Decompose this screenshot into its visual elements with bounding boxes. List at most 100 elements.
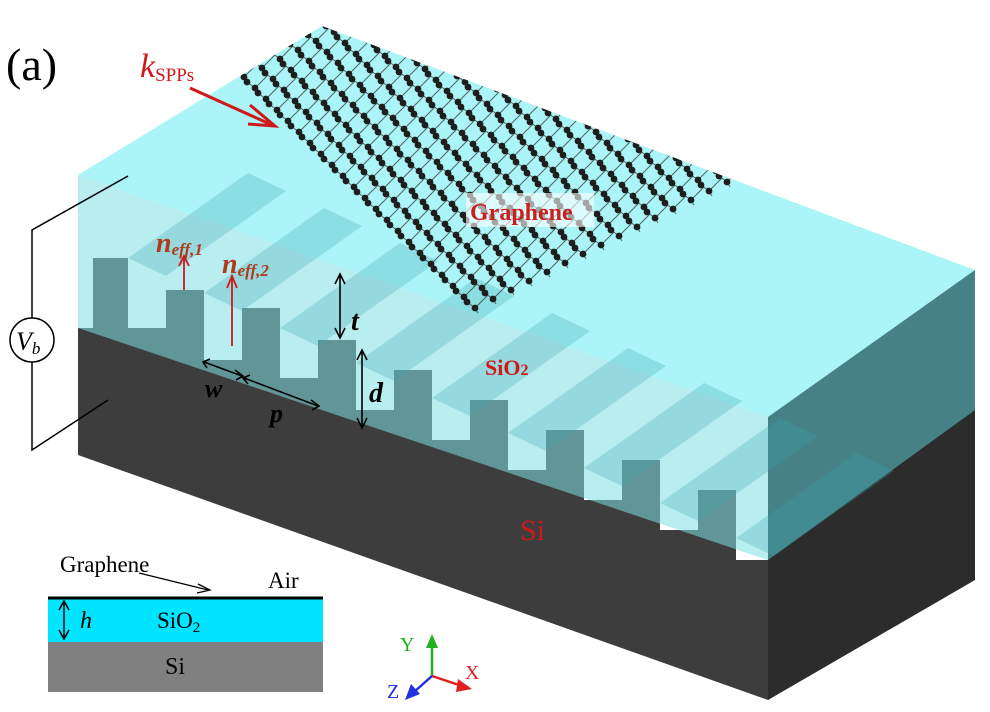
carbon-atom [581, 36, 588, 43]
carbon-atom [932, 65, 939, 72]
carbon-atom [823, 37, 830, 44]
carbon-atom [649, 25, 656, 32]
carbon-atom [255, 90, 262, 97]
carbon-atom [572, 245, 579, 252]
carbon-atom [465, 28, 472, 35]
carbon-atom [509, 128, 516, 135]
carbon-atom [979, 2, 986, 9]
carbon-atom [976, 53, 983, 60]
carbon-atom [591, 21, 598, 28]
carbon-atom [334, 34, 341, 41]
carbon-atom [664, 67, 671, 74]
carbon-atom [353, 107, 360, 114]
carbon-atom [341, 14, 348, 21]
carbon-atom [536, 263, 543, 270]
carbon-atom [773, 39, 780, 46]
carbon-atom [653, 56, 660, 63]
carbon-atom [803, 123, 810, 130]
carbon-atom [571, 107, 578, 114]
carbon-atom [863, 50, 870, 57]
carbon-atom [796, 143, 803, 150]
carbon-atom [441, 195, 448, 202]
carbon-atom [895, 1, 902, 8]
carbon-atom [574, 112, 581, 119]
carbon-atom [595, 52, 602, 59]
carbon-atom [398, 233, 405, 240]
carbon-atom [658, 169, 665, 176]
carbon-atom [788, 137, 795, 144]
carbon-atom [624, 54, 631, 61]
carbon-atom [412, 193, 419, 200]
carbon-atom [272, 0, 279, 5]
carbon-atom [541, 79, 548, 86]
carbon-atom [457, 22, 464, 29]
carbon-atom [606, 7, 613, 14]
carbon-atom [794, 35, 801, 42]
carbon-atom [903, 7, 910, 14]
carbon-atom [744, 37, 751, 44]
carbon-atom [733, 82, 740, 89]
carbon-atom [607, 89, 614, 96]
carbon-atom [713, 168, 720, 175]
carbon-atom [860, 45, 867, 52]
carbon-atom [853, 65, 860, 72]
carbon-atom [368, 149, 375, 156]
carbon-atom [723, 97, 730, 104]
carbon-atom [961, 11, 968, 18]
carbon-atom [562, 260, 569, 267]
carbon-atom [633, 198, 640, 205]
carbon-atom [464, 2, 471, 9]
carbon-atom [375, 129, 382, 136]
carbon-atom [947, 51, 954, 58]
carbon-atom [866, 0, 873, 5]
carbon-atom [921, 54, 928, 61]
carbon-atom [592, 47, 599, 54]
carbon-atom [729, 0, 736, 1]
carbon-atom [621, 49, 628, 56]
carbon-atom [670, 206, 677, 213]
carbon-atom [427, 235, 434, 242]
carbon-atom [718, 40, 725, 47]
carbon-atom [957, 36, 964, 43]
carbon-atom [700, 49, 707, 56]
carbon-atom [226, 32, 233, 39]
carbon-atom [799, 92, 806, 99]
carbon-atom [485, 239, 492, 246]
carbon-atom [266, 101, 273, 108]
carbon-atom [505, 41, 512, 48]
carbon-atom [617, 18, 624, 25]
carbon-atom [647, 102, 654, 109]
carbon-atom [596, 134, 603, 141]
inset-graphene-label: Graphene [60, 552, 149, 577]
carbon-atom [445, 226, 452, 233]
carbon-atom [527, 63, 534, 70]
carbon-atom [625, 80, 632, 87]
carbon-atom [835, 74, 842, 81]
axis-y-label: Y [400, 634, 414, 656]
carbon-atom [487, 50, 494, 57]
carbon-atom [432, 0, 439, 1]
carbon-atom [549, 85, 556, 92]
carbon-atom [475, 13, 482, 20]
si-label: Si [520, 514, 545, 547]
carbon-atom [918, 49, 925, 56]
carbon-atom [578, 87, 585, 94]
carbon-atom [491, 81, 498, 88]
carbon-atom [571, 163, 578, 170]
carbon-atom [345, 45, 352, 52]
carbon-atom [544, 269, 551, 276]
carbon-atom [291, 16, 298, 23]
carbon-atom [766, 115, 773, 122]
carbon-atom [589, 98, 596, 105]
carbon-atom [298, 0, 305, 2]
carbon-atom [577, 61, 584, 68]
carbon-atom [848, 8, 855, 15]
carbon-atom [622, 187, 629, 194]
carbon-atom [715, 35, 722, 42]
carbon-atom [640, 122, 647, 129]
carbon-atom [758, 0, 765, 3]
dim-w-label: w [205, 374, 223, 403]
carbon-atom [615, 207, 622, 214]
carbon-atom [679, 53, 686, 60]
carbon-atom [524, 170, 531, 177]
